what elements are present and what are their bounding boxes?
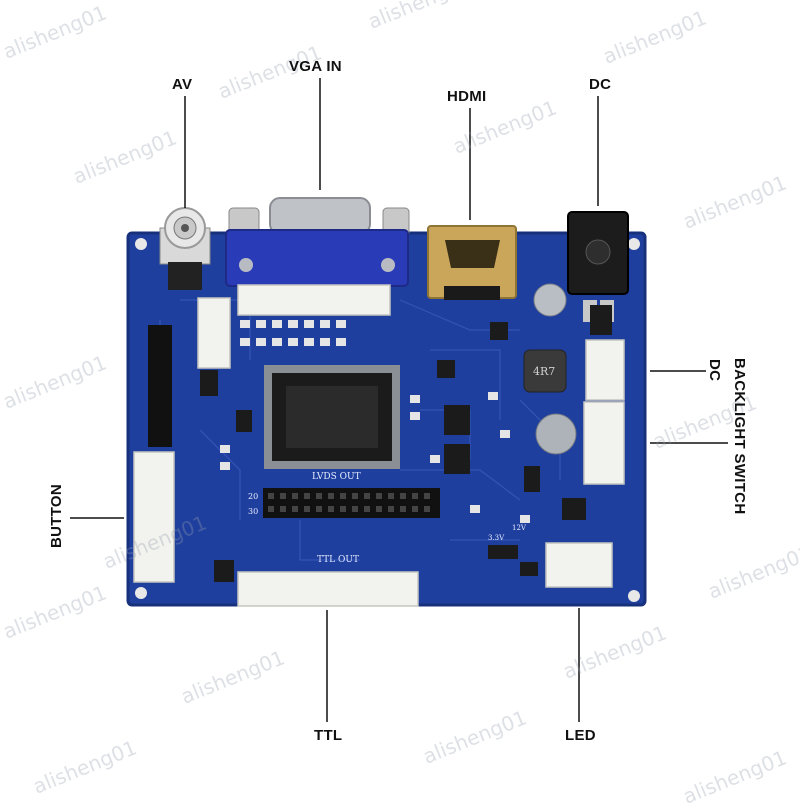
silk-inductor: 4R7	[533, 365, 555, 378]
ttl-connector	[237, 571, 419, 607]
mount-hole	[135, 587, 147, 599]
av-jack	[159, 207, 211, 290]
small-ics	[200, 305, 612, 582]
main-ic-chip	[264, 365, 400, 469]
label-led: LED	[565, 727, 596, 744]
silk-3v3: 3.3V	[488, 534, 505, 542]
side-header	[197, 297, 231, 369]
backlight-switch-connector	[583, 401, 625, 485]
pin-header-left	[148, 325, 172, 447]
mount-hole	[135, 238, 147, 250]
label-ttl: TTL	[314, 727, 343, 744]
mount-hole	[628, 238, 640, 250]
vga-header	[237, 284, 391, 316]
label-hdmi: HDMI	[447, 88, 487, 105]
mount-hole	[628, 590, 640, 602]
label-backlight-switch: BACKLIGHT SWITCH	[731, 358, 748, 515]
label-backlight-dc: DC	[706, 359, 723, 382]
silk-pin-20: 20	[248, 492, 258, 501]
silk-pin-30: 30	[248, 507, 258, 516]
silk-ttl-out: TTL OUT	[317, 555, 359, 565]
led-connector	[545, 542, 613, 588]
silk-lvds-out: LVDS OUT	[312, 472, 361, 482]
silkscreen: LVDS OUT TTL OUT 20 30 4R7 3.3V 12V	[248, 365, 555, 565]
label-vga-in: VGA IN	[289, 58, 342, 75]
vga-connector	[225, 197, 410, 287]
lvds-header	[263, 488, 440, 518]
capacitors	[533, 283, 577, 455]
backlight-dc-connector	[585, 339, 625, 401]
button-connector	[133, 451, 175, 583]
inductor	[523, 349, 567, 393]
white-connectors	[133, 284, 625, 607]
callout-lines	[70, 78, 728, 722]
smd-components	[220, 320, 530, 523]
hdmi-connector	[427, 225, 517, 300]
label-dc: DC	[589, 76, 612, 93]
label-av: AV	[172, 76, 193, 93]
silk-12v: 12V	[512, 524, 527, 532]
label-button: BUTTON	[48, 484, 65, 549]
